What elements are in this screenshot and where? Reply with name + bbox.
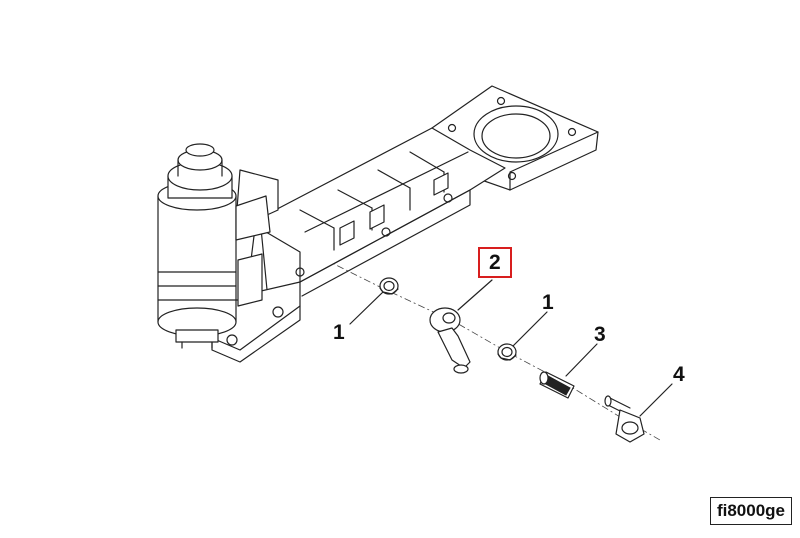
assembly-axis <box>231 207 661 441</box>
fuel-filter-housing <box>157 143 279 349</box>
diagram-reference-code: fi8000ge <box>709 497 792 525</box>
leader-lines <box>349 279 673 417</box>
callout-3[interactable]: 3 <box>594 323 606 346</box>
part-3-filter-screen <box>539 371 575 399</box>
part-4-banjo-bolt <box>604 395 645 443</box>
part-1-sealing-washer-left <box>379 277 399 295</box>
callout-2-highlighted[interactable]: 2 <box>478 247 512 278</box>
callout-1-right[interactable]: 1 <box>542 291 554 314</box>
callout-4[interactable]: 4 <box>673 363 685 386</box>
callout-1-left[interactable]: 1 <box>333 321 345 344</box>
part-1-sealing-washer-right <box>497 343 517 361</box>
part-2-banjo-fitting <box>429 307 471 374</box>
fuel-rail-arm <box>259 127 506 301</box>
